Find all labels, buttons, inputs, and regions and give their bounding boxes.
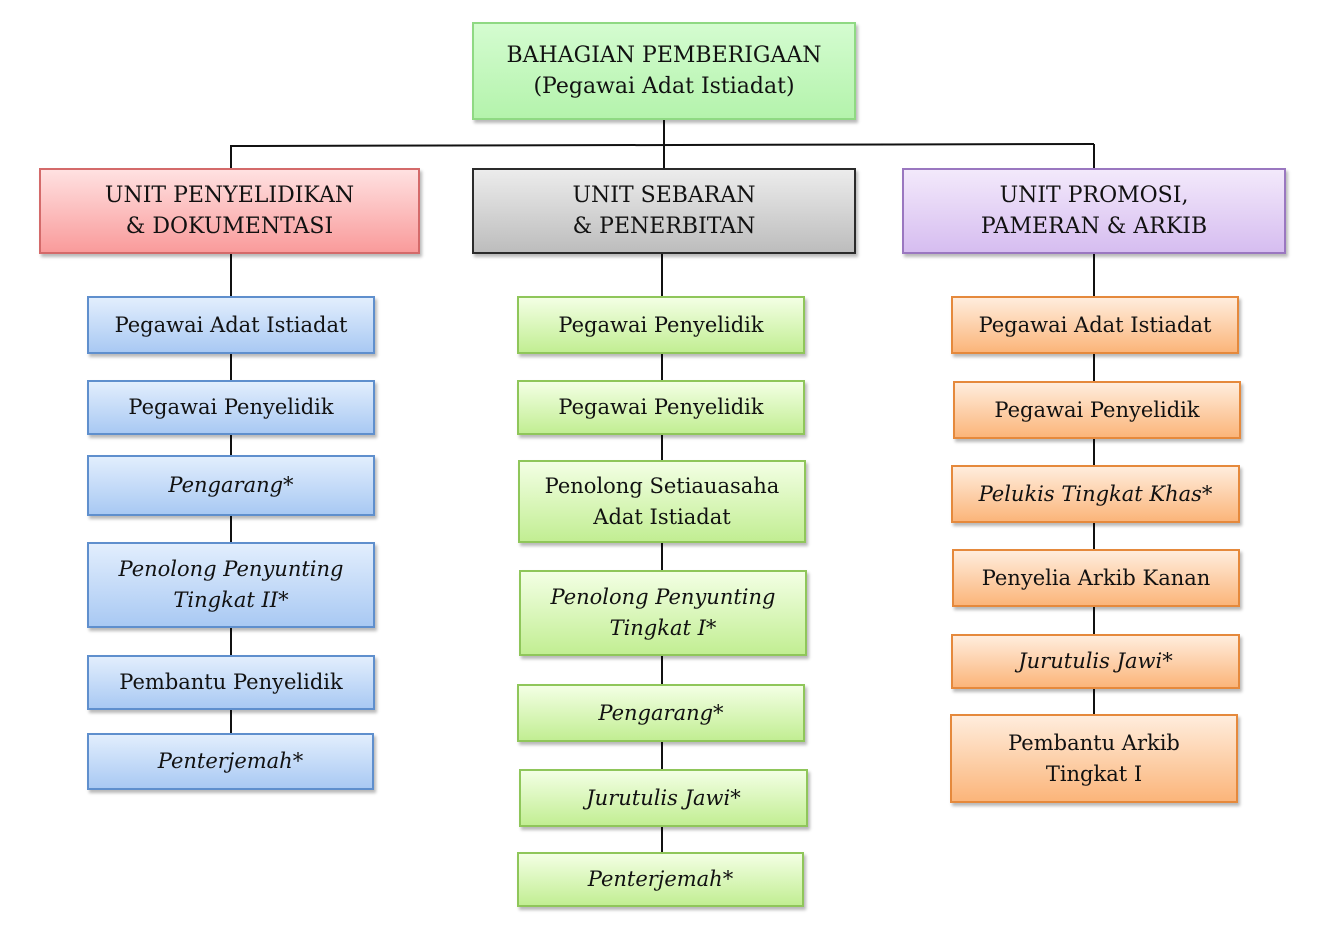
post-box: Pelukis Tingkat Khas* [951,465,1240,523]
unit-promosi-box: UNIT PROMOSI, PAMERAN & ARKIB [902,168,1286,254]
unit-sebaran-box: UNIT SEBARAN & PENERBITAN [472,168,856,254]
post-label: Pegawai Penyelidik [558,395,764,419]
post-box: Pegawai Adat Istiadat [87,296,375,354]
post-box: Jurutulis Jawi* [519,769,808,827]
post-box: Penolong Penyunting Tingkat I* [519,570,807,656]
post-label: Pegawai Adat Istiadat [978,312,1212,337]
post-box: Pegawai Penyelidik [87,380,375,435]
post-label: Penyelia Arkib Kanan [981,565,1211,590]
post-box: Penolong Penyunting Tingkat II* [87,542,375,628]
post-box: Penolong Setiauasaha Adat Istiadat [518,460,806,543]
post-label: Pegawai Adat Istiadat [114,312,348,337]
head-subtitle: (Pegawai Adat Istiadat) [533,74,795,99]
post-box: Pengarang* [517,684,805,742]
unit-title-line1: UNIT PENYELIDIKAN [104,183,355,208]
post-box: Penterjemah* [517,852,804,907]
post-label: Pelukis Tingkat Khas* [978,481,1213,506]
head-box: BAHAGIAN PEMBERIGAAN (Pegawai Adat Istia… [472,22,856,120]
post-label: Pengarang* [598,700,724,725]
post-label: Jurutulis Jawi* [1018,649,1173,673]
post-label: Pembantu Arkib [1008,730,1180,755]
post-box: Pengarang* [87,455,375,516]
post-label: Penolong Penyunting [118,557,344,581]
post-box: Pegawai Adat Istiadat [951,296,1239,354]
post-label: Pembantu Penyelidik [119,670,343,694]
post-label: Penterjemah* [157,749,304,773]
post-box: Penterjemah* [87,733,374,790]
post-box: Penyelia Arkib Kanan [952,549,1240,607]
post-label: Adat Istiadat [593,504,731,529]
head-title: BAHAGIAN PEMBERIGAAN [506,43,822,68]
unit-title-line2: & PENERBITAN [572,214,756,239]
post-label: Pegawai Penyelidik [994,397,1200,422]
post-box: Pegawai Penyelidik [517,380,805,435]
post-box: Jurutulis Jawi* [951,634,1240,689]
post-label: Tingkat I [1045,761,1143,786]
post-label: Penterjemah* [587,867,734,891]
post-label: Pegawai Penyelidik [558,312,764,337]
post-label: Tingkat II* [173,588,289,612]
post-label: Jurutulis Jawi* [586,785,741,810]
post-box: Pembantu Penyelidik [87,655,375,710]
post-label: Penolong Penyunting [550,585,776,609]
unit-title-line1: UNIT PROMOSI, [999,183,1189,208]
unit-title-line1: UNIT SEBARAN [572,183,756,208]
post-box: Pegawai Penyelidik [517,296,805,354]
post-label: Tingkat I* [609,616,717,640]
post-label: Penolong Setiauasaha [544,473,780,498]
unit-title-line2: & DOKUMENTASI [125,214,334,239]
unit-penyelidikan-box: UNIT PENYELIDIKAN & DOKUMENTASI [39,168,420,254]
post-box: Pembantu Arkib Tingkat I [950,714,1238,803]
post-box: Pegawai Penyelidik [953,381,1241,439]
post-label: Pengarang* [168,473,294,497]
unit-title-line2: PAMERAN & ARKIB [980,214,1208,239]
post-label: Pegawai Penyelidik [128,395,334,419]
